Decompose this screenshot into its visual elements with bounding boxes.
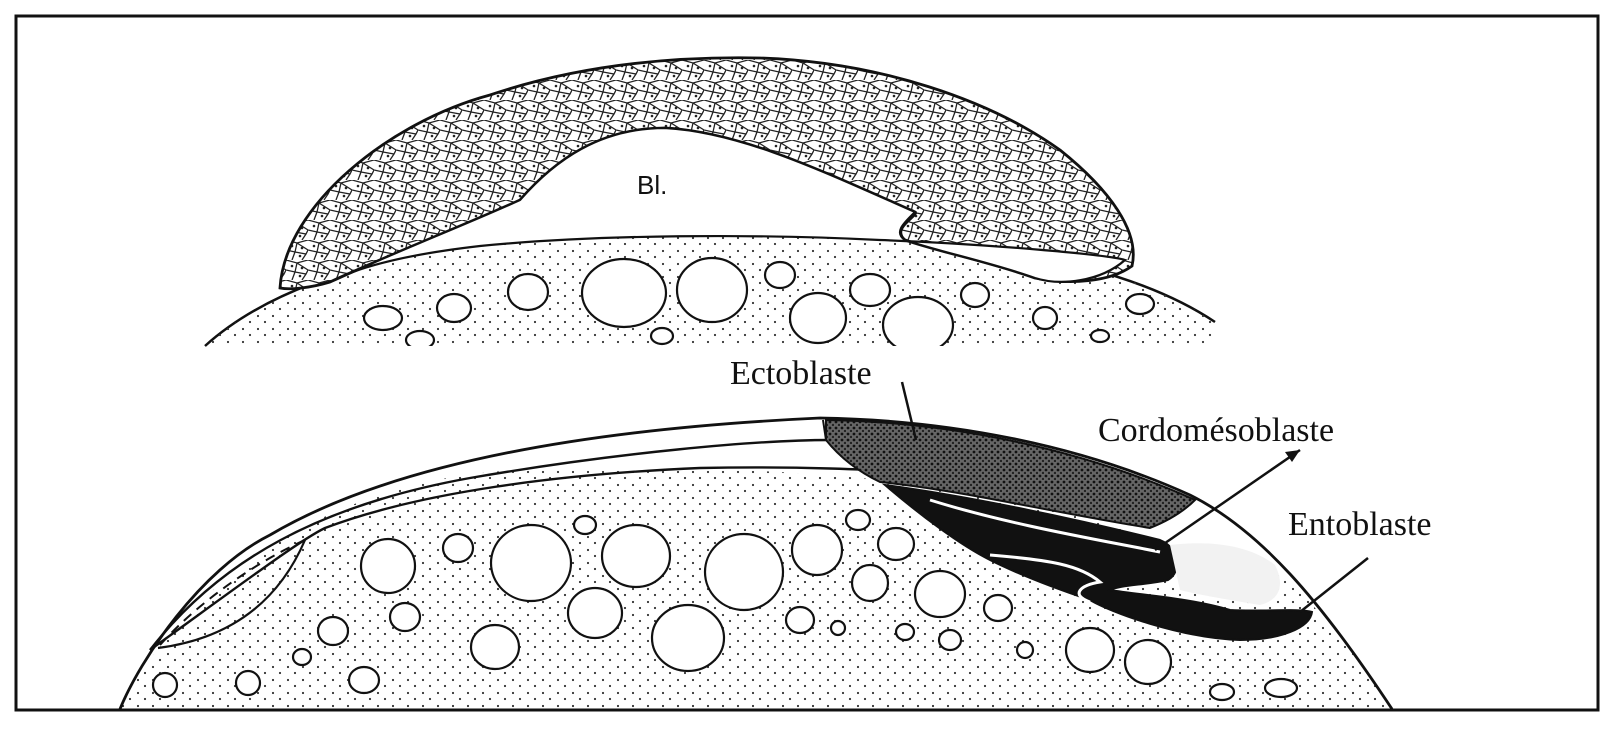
- entoblaste-label: Entoblaste: [1288, 506, 1432, 543]
- cordomesoblaste-label: Cordomésoblaste: [1098, 412, 1334, 449]
- ectoblaste-label: Ectoblaste: [730, 355, 872, 392]
- cavity-label: Bl.: [637, 170, 667, 200]
